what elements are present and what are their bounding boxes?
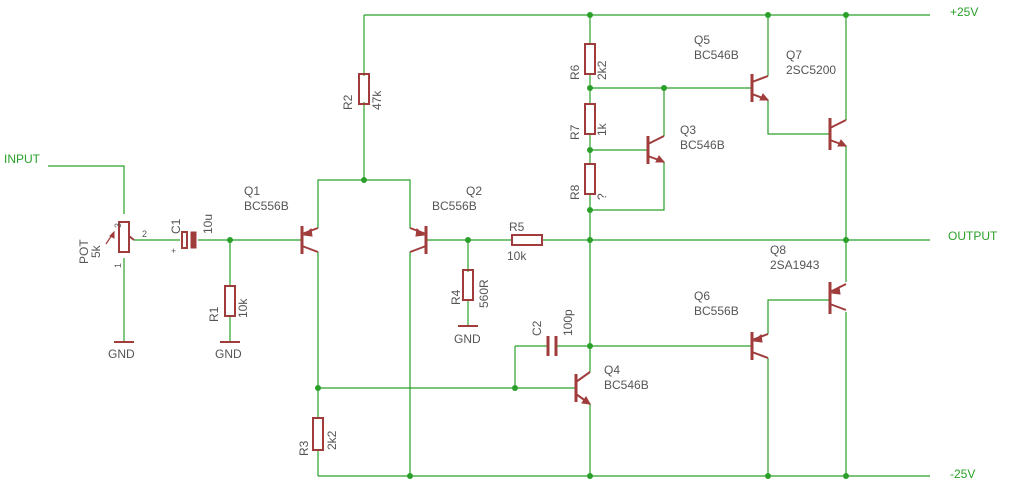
wires xyxy=(48,14,930,477)
q7-symbol xyxy=(828,118,848,150)
junction-dot xyxy=(765,12,771,18)
q7-name-label: Q7 xyxy=(786,48,802,62)
c1-value-label: 10u xyxy=(201,214,215,234)
q8-name-label: Q8 xyxy=(770,243,786,257)
junction-dot xyxy=(587,343,593,349)
r7-symbol xyxy=(584,103,596,135)
q2-value-label: BC556B xyxy=(432,199,477,213)
q6-value-label: BC556B xyxy=(694,304,739,318)
q6-symbol xyxy=(750,332,769,360)
q4-symbol xyxy=(574,371,591,405)
q6-emitter-wire xyxy=(767,299,830,334)
junction-dot xyxy=(587,473,593,479)
c1-polarity-label: + xyxy=(171,246,176,256)
r8-name-label: R8 xyxy=(568,184,582,200)
c1-symbol xyxy=(181,231,197,249)
c2-value-label: 100p xyxy=(561,309,575,336)
pot-name-label: POT xyxy=(77,239,91,264)
r5-value-label: 10k xyxy=(507,249,527,263)
q5-name-label: Q5 xyxy=(694,33,710,47)
r7-name-label: R7 xyxy=(568,124,582,140)
r7-value-label: 1k xyxy=(595,122,609,136)
gnd-label-r4: GND xyxy=(454,332,481,346)
q4-name-label: Q4 xyxy=(604,363,620,377)
junction-dot xyxy=(587,147,593,153)
junction-dot xyxy=(587,12,593,18)
q5-emitter-wire xyxy=(767,100,830,135)
junction-dot xyxy=(465,237,471,243)
q1-symbol xyxy=(300,226,319,254)
junction-dot xyxy=(361,177,367,183)
r3-name-label: R3 xyxy=(297,440,311,456)
q1-value-label: BC556B xyxy=(244,199,289,213)
input-wire xyxy=(48,165,125,214)
r1-value-label: 10k xyxy=(236,298,250,318)
r6-symbol xyxy=(584,43,596,75)
junction-dot xyxy=(227,237,233,243)
junction-dot xyxy=(587,85,593,91)
q4-value-label: BC546B xyxy=(604,378,649,392)
junction-dot xyxy=(765,473,771,479)
c1-name-label: C1 xyxy=(169,218,183,234)
gnd-label-pot: GND xyxy=(108,347,135,361)
junction-dot xyxy=(407,473,413,479)
input-label: INPUT xyxy=(4,152,41,166)
q3-value-label: BC546B xyxy=(680,138,725,152)
q8-value-label: 2SA1943 xyxy=(770,258,820,272)
r4-symbol xyxy=(462,269,474,301)
junction-dot xyxy=(512,385,518,391)
ground-symbols xyxy=(114,325,478,343)
junction-dot xyxy=(587,207,593,213)
q3-emitter-wire xyxy=(590,162,665,211)
junctions xyxy=(227,12,849,479)
q2-name-label: Q2 xyxy=(466,184,482,198)
junction-dot xyxy=(315,385,321,391)
tail-wire xyxy=(317,179,411,228)
junction-dot xyxy=(661,85,667,91)
q7-value-label: 2SC5200 xyxy=(786,63,836,77)
junction-dot xyxy=(587,237,593,243)
r4-name-label: R4 xyxy=(449,289,463,305)
q3-name-label: Q3 xyxy=(680,123,696,137)
pot-pin2-label: 2 xyxy=(142,229,147,239)
output-label: OUTPUT xyxy=(948,229,998,243)
r1-symbol xyxy=(224,285,236,317)
vneg-label: -25V xyxy=(950,467,975,481)
r1-name-label: R1 xyxy=(207,306,221,322)
junction-dot xyxy=(843,12,849,18)
c2-name-label: C2 xyxy=(530,320,544,336)
q3-symbol xyxy=(646,135,666,164)
r8-value-label: ? xyxy=(595,193,609,200)
r3-value-label: 2k2 xyxy=(325,430,339,450)
r6-name-label: R6 xyxy=(568,64,582,80)
pot-symbol xyxy=(105,221,135,253)
q8-symbol xyxy=(828,282,847,314)
q1-name-label: Q1 xyxy=(244,184,260,198)
pot-pin3-label: 3 xyxy=(113,223,123,228)
r8-symbol xyxy=(584,163,596,195)
r2-value-label: 47k xyxy=(370,90,384,110)
q2-symbol xyxy=(409,226,428,254)
gnd-label-r1: GND xyxy=(215,347,242,361)
vpos-label: +25V xyxy=(950,5,978,19)
pot-value-label: 5k xyxy=(89,244,103,258)
r2-name-label: R2 xyxy=(341,94,355,110)
junction-dot xyxy=(843,237,849,243)
r5-name-label: R5 xyxy=(509,220,525,234)
q6-name-label: Q6 xyxy=(694,289,710,303)
r6-value-label: 2k2 xyxy=(595,60,609,80)
q5-value-label: BC546B xyxy=(694,48,739,62)
r2-symbol xyxy=(358,73,370,105)
r5-symbol xyxy=(511,234,543,246)
c2-symbol xyxy=(546,336,558,356)
r4-value-label: 560R xyxy=(477,279,491,308)
pot-pin1-label: 1 xyxy=(113,263,123,268)
r3-symbol xyxy=(312,417,324,451)
q5-symbol xyxy=(750,74,770,102)
junction-dot xyxy=(843,473,849,479)
